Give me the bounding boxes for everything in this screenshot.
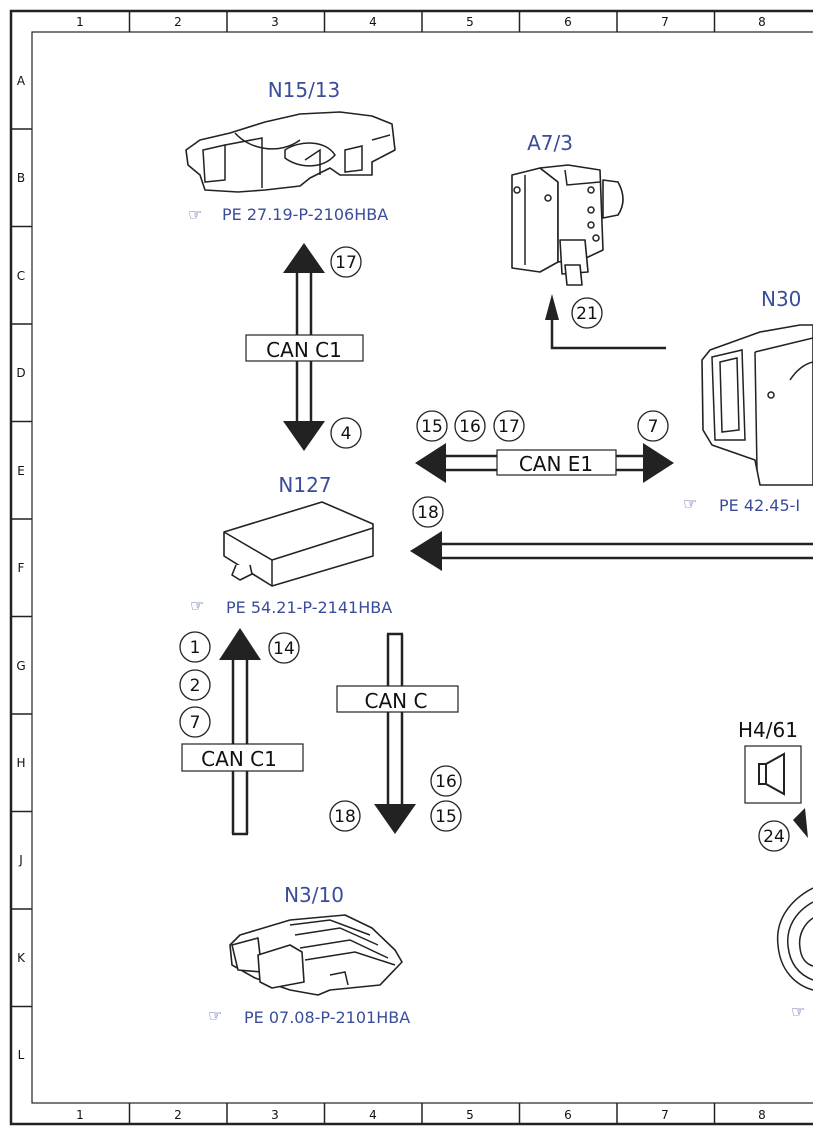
n30-unit-illustration <box>701 324 813 486</box>
n15-13-ref-icon: ☞ <box>188 205 202 224</box>
can-e1-label: CAN E1 <box>519 452 593 476</box>
n15-13-label: N15/13 <box>268 78 341 102</box>
signal-1: 1 <box>190 638 201 658</box>
signal-18-h: 18 <box>334 807 356 827</box>
signal-15-h: 15 <box>435 807 457 827</box>
row-label-c: C <box>17 269 25 283</box>
col-label-3: 3 <box>271 15 279 29</box>
signal-16-h: 16 <box>435 772 457 792</box>
signal-17-e-marker <box>493 410 525 442</box>
signal-18-h-marker <box>329 800 361 832</box>
column-ruler-top: 1 2 3 4 5 6 7 8 <box>76 11 766 32</box>
a7-3-label: A7/3 <box>527 131 573 155</box>
n127-label: N127 <box>278 473 331 497</box>
speaker-icon <box>758 752 785 796</box>
row-label-e: E <box>17 464 25 478</box>
can-c-label: CAN C <box>365 689 428 713</box>
speaker-symbol-box <box>744 745 802 804</box>
n30-ref: PE 42.45-I <box>719 496 800 515</box>
h4-61-ref-icon-partial: ☞ <box>791 1002 805 1021</box>
signal-15-e-marker <box>416 410 448 442</box>
n15-13-module-illustration <box>185 111 396 193</box>
row-ruler-left: A B C D E F G H J K L <box>11 74 32 1062</box>
signal-24-arrow <box>793 808 808 838</box>
row-label-d: D <box>16 366 25 380</box>
signal-18-f-link <box>410 531 813 571</box>
signal-1-marker <box>179 631 211 663</box>
speaker-illustration-partial <box>776 887 813 991</box>
signal-4: 4 <box>341 424 352 444</box>
signal-14: 14 <box>273 639 295 659</box>
signal-4-marker <box>330 417 362 449</box>
col-label-5-bottom: 5 <box>466 1108 474 1122</box>
row-label-j: J <box>18 853 23 867</box>
n127-module-illustration <box>223 501 374 587</box>
row-label-h: H <box>16 756 25 770</box>
n30-label: N30 <box>761 287 801 311</box>
outer-frame <box>9 9 813 1126</box>
n3-10-ref-icon: ☞ <box>208 1006 222 1025</box>
signal-7-g-marker <box>179 706 211 738</box>
col-label-3-bottom: 3 <box>271 1108 279 1122</box>
col-label-2: 2 <box>174 15 182 29</box>
signal-7-e-marker <box>637 410 669 442</box>
signal-16-h-marker <box>430 765 462 797</box>
n15-13-ref: PE 27.19-P-2106HBA <box>222 205 388 224</box>
signal-7-g: 7 <box>190 713 201 733</box>
n127-ref: PE 54.21-P-2141HBA <box>226 598 392 617</box>
signal-24-marker <box>758 820 790 852</box>
col-label-5: 5 <box>466 15 474 29</box>
a7-3-link <box>545 294 666 350</box>
signal-17-top-marker <box>330 246 362 278</box>
signal-17-e: 17 <box>498 417 520 437</box>
n3-10-label: N3/10 <box>284 883 344 907</box>
can-c1-upper-link <box>245 243 364 451</box>
signal-24: 24 <box>763 827 785 847</box>
row-label-l: L <box>18 1048 25 1062</box>
can-c-link <box>336 632 459 834</box>
signal-16-e-marker <box>454 410 486 442</box>
row-label-g: G <box>16 659 25 673</box>
col-label-7-bottom: 7 <box>661 1108 669 1122</box>
h4-61-label: H4/61 <box>738 718 798 742</box>
signal-18-f-marker <box>412 496 444 528</box>
can-c1-bottom-label: CAN C1 <box>201 747 277 771</box>
col-label-8-bottom: 8 <box>758 1108 766 1122</box>
n3-10-ref: PE 07.08-P-2101HBA <box>244 1008 410 1027</box>
col-label-2-bottom: 2 <box>174 1108 182 1122</box>
signal-21: 21 <box>576 304 598 324</box>
row-label-a: A <box>17 74 26 88</box>
signal-2: 2 <box>190 676 201 696</box>
signal-15-h-marker <box>430 800 462 832</box>
row-label-f: F <box>18 561 25 575</box>
signal-18-f: 18 <box>417 503 439 523</box>
n127-ref-icon: ☞ <box>190 596 204 615</box>
row-label-k: K <box>17 951 26 965</box>
col-label-7: 7 <box>661 15 669 29</box>
signal-14-marker <box>268 632 300 664</box>
col-label-4: 4 <box>369 15 377 29</box>
col-label-8: 8 <box>758 15 766 29</box>
signal-21-marker <box>571 297 603 329</box>
can-c1-top-label: CAN C1 <box>266 338 342 362</box>
can-c1-lower-link <box>181 628 304 836</box>
can-e1-link <box>415 443 674 483</box>
n3-10-module-illustration <box>229 914 403 996</box>
signal-16-e: 16 <box>459 417 481 437</box>
signal-17-top: 17 <box>335 253 357 273</box>
signal-7-e: 7 <box>648 417 659 437</box>
row-label-b: B <box>17 171 25 185</box>
n30-ref-icon: ☞ <box>683 494 697 513</box>
col-label-1: 1 <box>76 15 84 29</box>
column-ruler-bottom: 1 2 3 4 5 6 7 8 <box>76 1103 766 1124</box>
signal-15-e: 15 <box>421 417 443 437</box>
signal-2-marker <box>179 669 211 701</box>
col-label-6-bottom: 6 <box>564 1108 572 1122</box>
col-label-1-bottom: 1 <box>76 1108 84 1122</box>
col-label-6: 6 <box>564 15 572 29</box>
col-label-4-bottom: 4 <box>369 1108 377 1122</box>
inner-frame <box>31 31 813 1104</box>
a7-3-unit-illustration <box>511 164 624 286</box>
